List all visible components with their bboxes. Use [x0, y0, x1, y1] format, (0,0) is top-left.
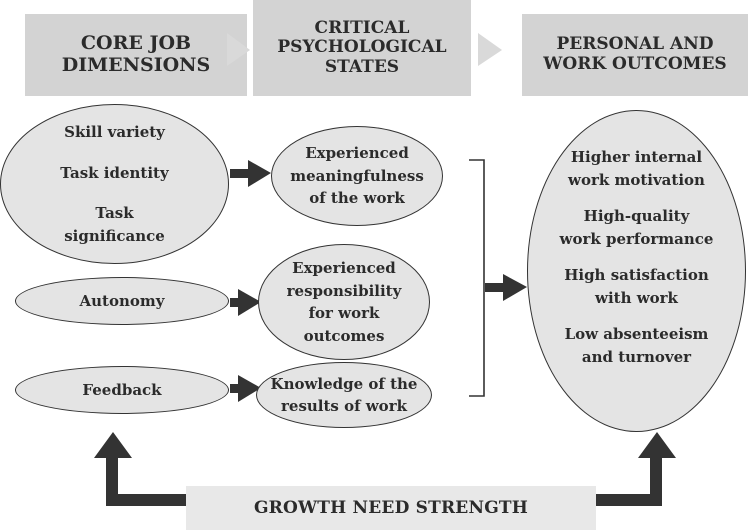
arrow-feedback-to-knowledge — [230, 375, 261, 402]
dimension-feedback: Feedback — [82, 380, 162, 399]
state-meaningfulness-ellipse: Experienced meaningfulness of the work — [271, 126, 443, 226]
dimension-group-ellipse: Skill variety Task identity Task signifi… — [0, 104, 229, 264]
states-bracket — [469, 159, 485, 397]
header-personal-work-outcomes: PERSONAL AND WORK OUTCOMES — [522, 14, 748, 96]
state-knowledge-ellipse: Knowledge of the results of work — [256, 362, 432, 428]
arrow-states-to-outcomes — [485, 274, 527, 301]
dimension-feedback-ellipse: Feedback — [15, 366, 229, 414]
growth-need-strength-box: GROWTH NEED STRENGTH — [186, 486, 596, 530]
outcome-work-performance: High-quality work performance — [559, 207, 714, 248]
arrow-skill-to-meaningfulness — [230, 160, 271, 187]
outcomes-ellipse: Higher internal work motivation High-qua… — [527, 110, 746, 432]
growth-arrow-right — [596, 432, 676, 506]
dimension-task-identity: Task identity — [60, 163, 169, 182]
dimension-autonomy: Autonomy — [79, 291, 165, 310]
header-chevron-1 — [227, 33, 250, 66]
outcome-satisfaction: High satisfaction with work — [564, 266, 709, 307]
dimension-autonomy-ellipse: Autonomy — [15, 277, 229, 325]
header-outcomes-label: PERSONAL AND WORK OUTCOMES — [543, 34, 727, 74]
dimension-task-significance: Task significance — [64, 204, 165, 245]
state-responsibility: Experienced responsibility for work outc… — [286, 259, 402, 345]
dimension-skill-variety: Skill variety — [64, 123, 165, 141]
outcome-internal-motivation: Higher internal work motivation — [568, 148, 705, 189]
header-critical-states-label: CRITICAL PSYCHOLOGICAL STATES — [277, 17, 447, 77]
arrow-autonomy-to-responsibility — [230, 289, 261, 316]
header-chevron-2 — [478, 33, 502, 66]
header-critical-psychological-states: CRITICAL PSYCHOLOGICAL STATES — [253, 0, 471, 96]
header-core-job-dimensions-label: CORE JOB DIMENSIONS — [61, 32, 211, 76]
state-meaningfulness: Experienced meaningfulness of the work — [290, 144, 424, 208]
outcome-absenteeism-turnover: Low absenteeism and turnover — [564, 325, 709, 366]
growth-arrow-left — [94, 432, 186, 506]
state-responsibility-ellipse: Experienced responsibility for work outc… — [258, 244, 430, 360]
growth-need-strength-label: GROWTH NEED STRENGTH — [253, 498, 529, 518]
state-knowledge: Knowledge of the results of work — [270, 374, 418, 416]
header-core-job-dimensions: CORE JOB DIMENSIONS — [25, 14, 247, 96]
